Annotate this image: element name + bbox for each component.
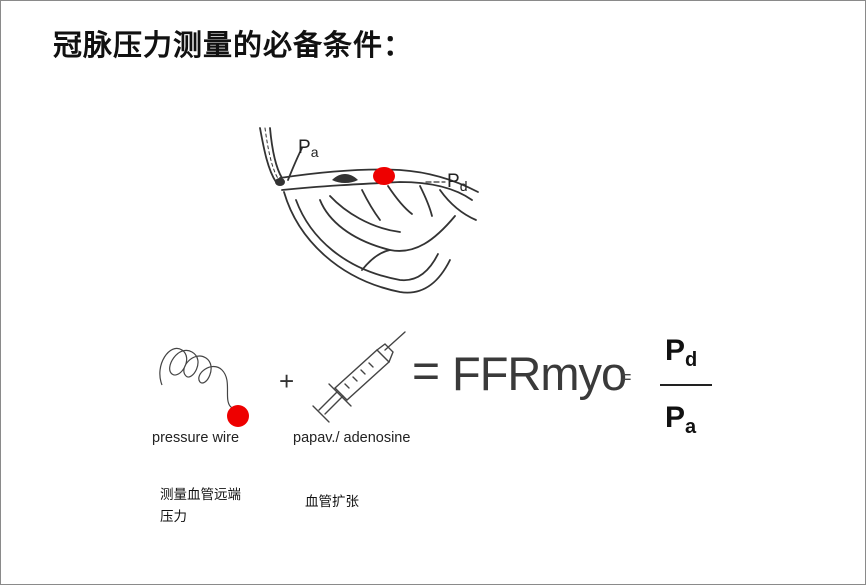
label-pd-subscript: d (459, 178, 468, 194)
denominator-letter: P (665, 401, 686, 434)
fraction-numerator: Pd (665, 334, 698, 371)
equals-sign-large: = (412, 345, 441, 398)
fraction-denominator: Pa (665, 401, 697, 438)
syringe-note: 血管扩张 (305, 494, 359, 510)
denominator-subscript: a (685, 416, 697, 438)
pressure-wire-icon (159, 347, 249, 427)
ffrmyo-text: FFRmyo (452, 347, 627, 400)
numerator-letter: P (665, 334, 686, 367)
label-pa-subscript: a (310, 144, 319, 160)
label-pa: Pa (298, 138, 318, 159)
syringe-label: papav./ adenosine (293, 430, 411, 446)
label-pd: Pd (447, 172, 467, 193)
syringe-icon (312, 331, 406, 423)
wire-note: 测量血管远端压力 (160, 487, 241, 525)
plus-sign: + (279, 366, 295, 396)
coronary-artery-diagram (259, 127, 479, 294)
label-pd-letter: P (447, 171, 460, 192)
slide-title: 冠脉压力测量的必备条件： (53, 28, 414, 62)
wire-sensor-marker (227, 405, 249, 427)
equals-sign-small: = (621, 367, 632, 387)
numerator-subscript: d (685, 349, 698, 371)
label-pa-letter: P (298, 137, 311, 158)
fraction-bar (660, 384, 712, 386)
pressure-wire-label: pressure wire (152, 430, 240, 446)
pressure-sensor-marker (373, 167, 395, 185)
